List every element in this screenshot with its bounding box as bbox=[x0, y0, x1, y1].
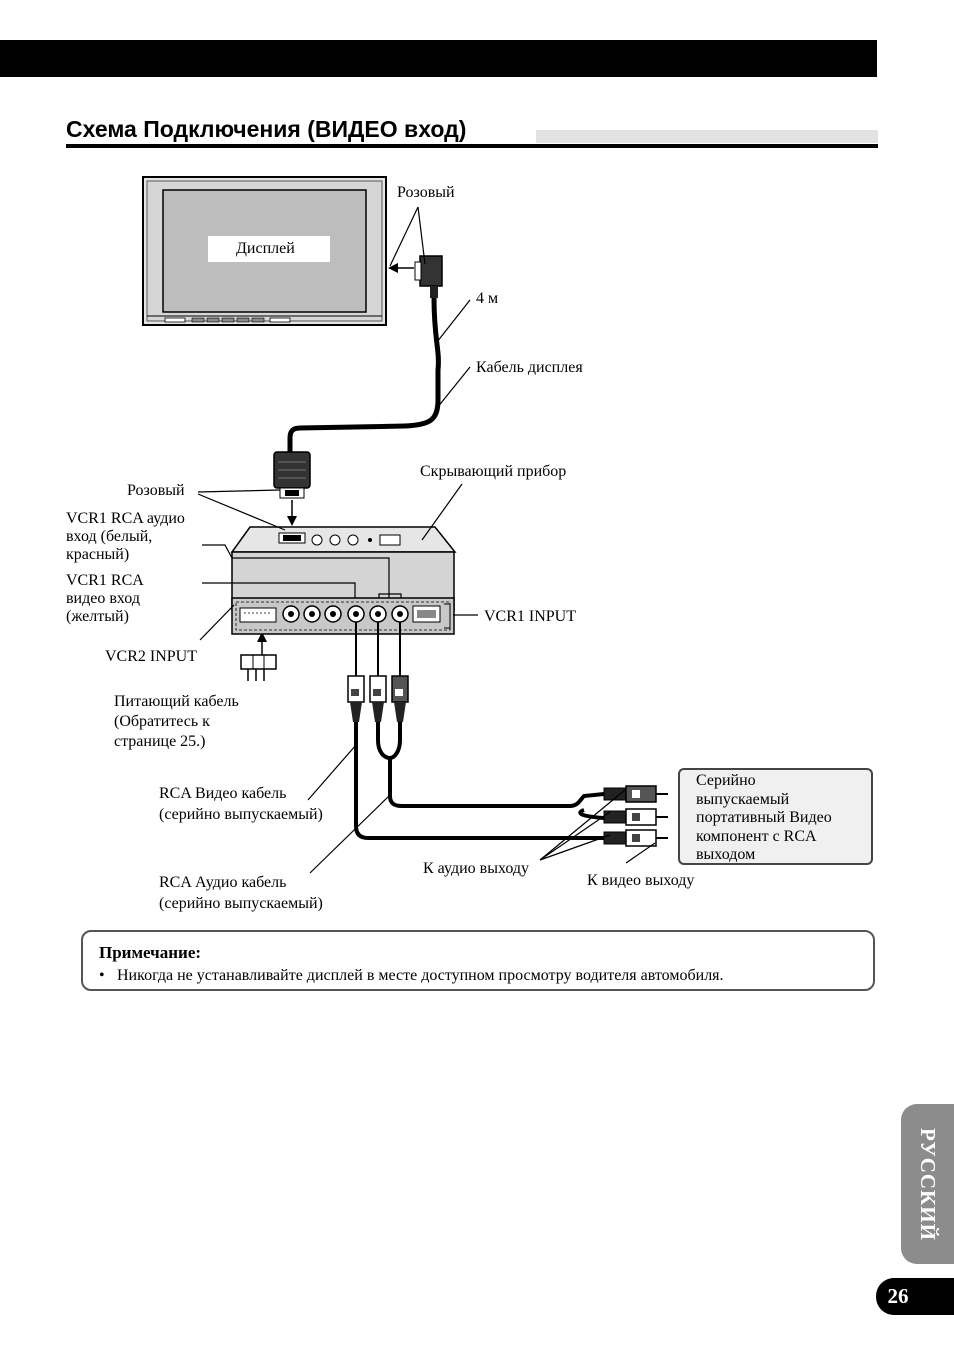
rca-video-cable-label: RCA Видео кабель (серийно выпускаемый) bbox=[159, 785, 323, 823]
display-label: Дисплей bbox=[236, 240, 295, 257]
page-title: Схема Подключения (ВИДЕО вход) bbox=[66, 116, 467, 142]
pink-top-label: Розовый bbox=[397, 184, 455, 201]
vcr2-input-label: VCR2 INPUT bbox=[105, 648, 198, 665]
vcr1-input-label: VCR1 INPUT bbox=[484, 608, 577, 625]
section-heading: Схема Подключения (ВИДЕО вход) bbox=[66, 114, 878, 148]
source-component-box bbox=[678, 768, 873, 865]
connection-arrows bbox=[257, 263, 414, 665]
bullet-icon: • bbox=[99, 967, 105, 984]
hide-unit-label: Скрывающий прибор bbox=[420, 463, 567, 480]
video-out-label: К видео выходу bbox=[587, 872, 695, 889]
leader-lines bbox=[197, 206, 656, 874]
heading-rule bbox=[66, 144, 878, 148]
page-number: 26 bbox=[887, 1284, 909, 1308]
heading-shade bbox=[536, 130, 878, 143]
note-item-text: Никогда не устанавливайте дисплей в мест… bbox=[117, 967, 724, 984]
cable-length-label: 4 м bbox=[476, 290, 499, 307]
page-number-tab: 26 bbox=[876, 1278, 954, 1315]
rca-audio-cable-label: RCA Аудио кабель (серийно выпускаемый) bbox=[159, 874, 323, 912]
note-title: Примечание: bbox=[99, 943, 202, 962]
rca-plugs-horizontal bbox=[603, 785, 668, 847]
top-banner bbox=[0, 40, 877, 77]
display-cable bbox=[273, 255, 443, 499]
power-connector bbox=[240, 654, 277, 681]
note-box: Примечание: • Никогда не устанавливайте д… bbox=[81, 930, 875, 991]
pink-bottom-label: Розовый bbox=[127, 482, 185, 499]
vcr1-audio-label: VCR1 RCA аудио вход (белый, красный) bbox=[66, 510, 185, 563]
note-item: • Никогда не устанавливайте дисплей в мес… bbox=[99, 966, 724, 985]
rca-plugs-vertical bbox=[347, 622, 409, 722]
audio-out-label: К аудио выходу bbox=[423, 860, 530, 877]
display-cable-label: Кабель дисплея bbox=[476, 359, 583, 376]
power-cable-label: Питающий кабель (Обратитесь к странице 2… bbox=[114, 693, 239, 750]
language-tab-label: РУССКИЙ bbox=[916, 1127, 940, 1241]
hide-away-unit bbox=[230, 526, 457, 635]
vcr1-video-label: VCR1 RCA видео вход (желтый) bbox=[66, 572, 144, 625]
display-monitor bbox=[142, 176, 387, 326]
language-tab: РУССКИЙ bbox=[901, 1104, 954, 1264]
rca-cables bbox=[354, 722, 610, 840]
source-component-label: Серийно выпускаемый портативный Видео ко… bbox=[696, 772, 832, 863]
